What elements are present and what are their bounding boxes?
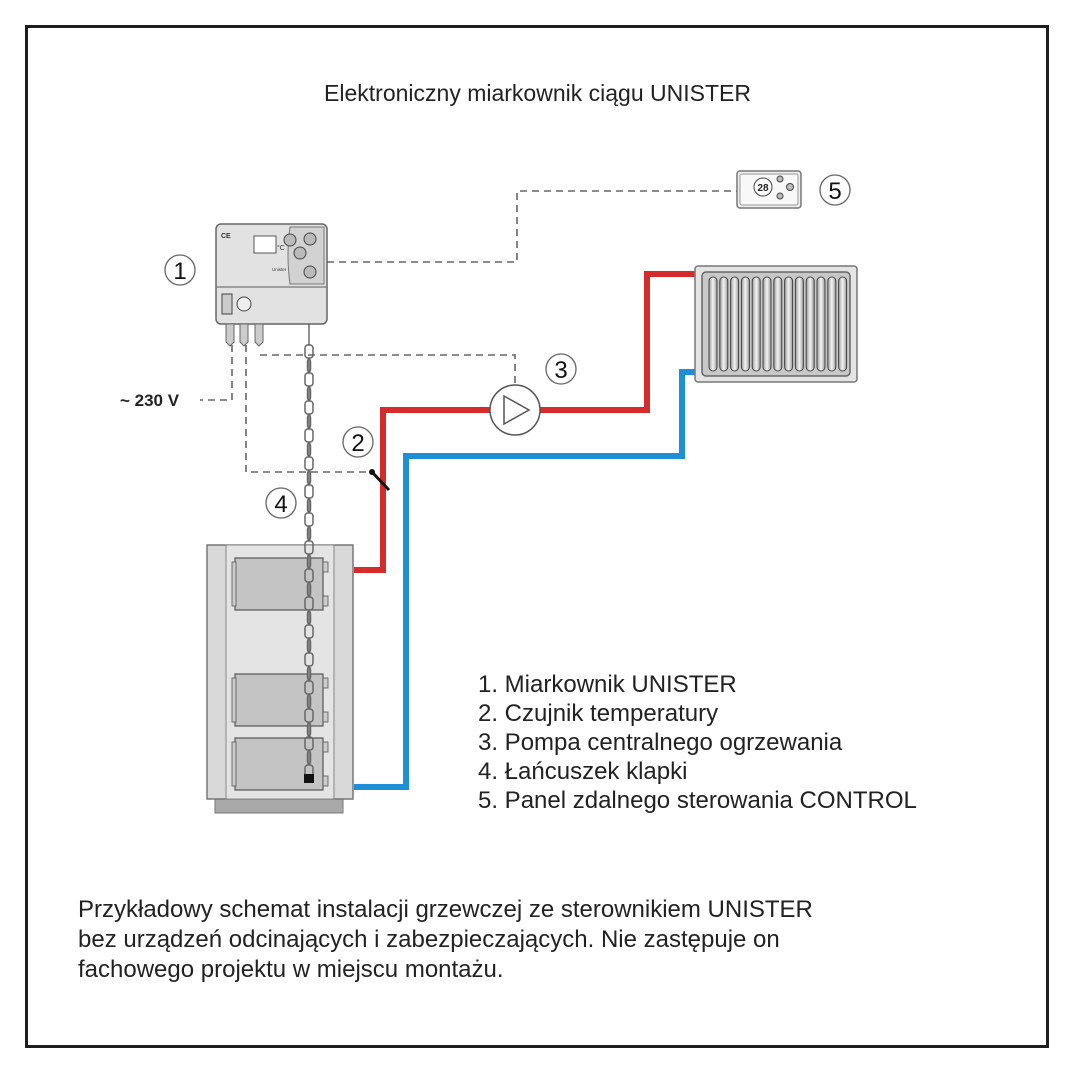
chain-link bbox=[304, 456, 314, 471]
chain-link bbox=[304, 484, 314, 499]
chain-link bbox=[304, 736, 314, 751]
chain-link bbox=[304, 624, 314, 639]
temperature-sensor-icon bbox=[369, 469, 391, 492]
radiator-fin bbox=[762, 276, 772, 372]
chain-link bbox=[304, 652, 314, 667]
chain-link bbox=[304, 344, 314, 359]
chain-link bbox=[306, 386, 312, 401]
voltage-label: ~ 230 V bbox=[120, 391, 180, 410]
chain-link bbox=[306, 722, 312, 737]
legend-item: 2. Czujnik temperatury bbox=[478, 700, 719, 727]
legend-item: 5. Panel zdalnego sterowania CONTROL bbox=[478, 787, 917, 814]
chain-link bbox=[304, 708, 314, 723]
radiator-fin bbox=[838, 276, 848, 372]
radiator-fin bbox=[816, 276, 826, 372]
callout-3: 3 bbox=[545, 353, 577, 385]
disclaimer-note: Przykładowy schemat instalacji grzewczej… bbox=[78, 895, 1018, 985]
chain-weight bbox=[304, 774, 314, 783]
temp-unit: °C bbox=[277, 244, 285, 252]
diagram-title: Elektroniczny miarkownik ciągu UNISTER bbox=[324, 80, 751, 106]
svg-text:1: 1 bbox=[173, 258, 186, 285]
svg-text:3: 3 bbox=[554, 357, 567, 384]
diagram-frame bbox=[25, 25, 1049, 1048]
svg-text:4: 4 bbox=[274, 491, 287, 518]
note-line: bez urządzeń odcinających i zabezpieczaj… bbox=[78, 926, 780, 953]
chain-link bbox=[306, 750, 312, 765]
controller-unister-icon: °C CE Unister bbox=[215, 223, 328, 347]
svg-text:2: 2 bbox=[351, 430, 364, 457]
radiator-fin bbox=[784, 276, 794, 372]
chain-icon bbox=[304, 344, 314, 779]
callout-4: 4 bbox=[265, 487, 297, 519]
chain-link bbox=[306, 610, 312, 625]
controller-model: Unister bbox=[272, 267, 287, 272]
callout-5: 5 bbox=[819, 174, 851, 206]
callout-2: 2 bbox=[342, 426, 374, 458]
radiator-fin bbox=[751, 276, 761, 372]
power-cable bbox=[200, 345, 233, 401]
boiler-icon bbox=[206, 544, 354, 814]
chain-link bbox=[304, 400, 314, 415]
legend-item: 4. Łańcuszek klapki bbox=[478, 758, 688, 785]
chain-link bbox=[304, 596, 314, 611]
pump-cable bbox=[260, 354, 516, 385]
supply-pipe-2 bbox=[540, 271, 697, 413]
legend-item: 3. Pompa centralnego ogrzewania bbox=[478, 729, 843, 756]
chain-link bbox=[306, 526, 312, 541]
chain-link bbox=[306, 582, 312, 597]
supply-pipe bbox=[354, 407, 490, 573]
chain-link bbox=[306, 358, 312, 373]
signal-lines bbox=[200, 190, 737, 473]
chain-link bbox=[304, 372, 314, 387]
chain-link bbox=[306, 414, 312, 429]
legend: 1. Miarkownik UNISTER 2. Czujnik tempera… bbox=[478, 670, 917, 815]
note-line: Przykładowy schemat instalacji grzewczej… bbox=[78, 896, 813, 923]
svg-text:5: 5 bbox=[828, 178, 841, 205]
ce-mark: CE bbox=[221, 233, 231, 240]
chain-link bbox=[304, 540, 314, 555]
return-pipe bbox=[354, 369, 697, 790]
remote-panel-cable bbox=[327, 190, 737, 263]
chain-link bbox=[304, 680, 314, 695]
chain-link bbox=[306, 666, 312, 681]
chain-link bbox=[306, 470, 312, 485]
legend-item: 1. Miarkownik UNISTER bbox=[478, 671, 737, 698]
chain-link bbox=[304, 568, 314, 583]
chain-link bbox=[306, 498, 312, 513]
radiator-fin bbox=[773, 276, 783, 372]
panel-display-value: 28 bbox=[757, 183, 769, 194]
radiator-icon bbox=[694, 265, 858, 383]
chain-link bbox=[304, 512, 314, 527]
chain-link bbox=[306, 694, 312, 709]
radiator-fin bbox=[730, 276, 740, 372]
radiator-fin bbox=[740, 276, 750, 372]
radiator-fin bbox=[794, 276, 804, 372]
note-line: fachowego projektu w miejscu montażu. bbox=[78, 956, 504, 983]
radiator-fin bbox=[827, 276, 837, 372]
pump-icon bbox=[489, 384, 541, 436]
callout-1: 1 bbox=[164, 254, 196, 286]
remote-panel-control-icon: 28 bbox=[736, 170, 802, 209]
chain-link bbox=[306, 442, 312, 457]
radiator-fin bbox=[805, 276, 815, 372]
sensor-cable bbox=[245, 345, 372, 473]
radiator-fin bbox=[719, 276, 729, 372]
chain-link bbox=[306, 638, 312, 653]
radiator-fin bbox=[708, 276, 718, 372]
chain-link bbox=[304, 428, 314, 443]
chain-link bbox=[306, 554, 312, 569]
